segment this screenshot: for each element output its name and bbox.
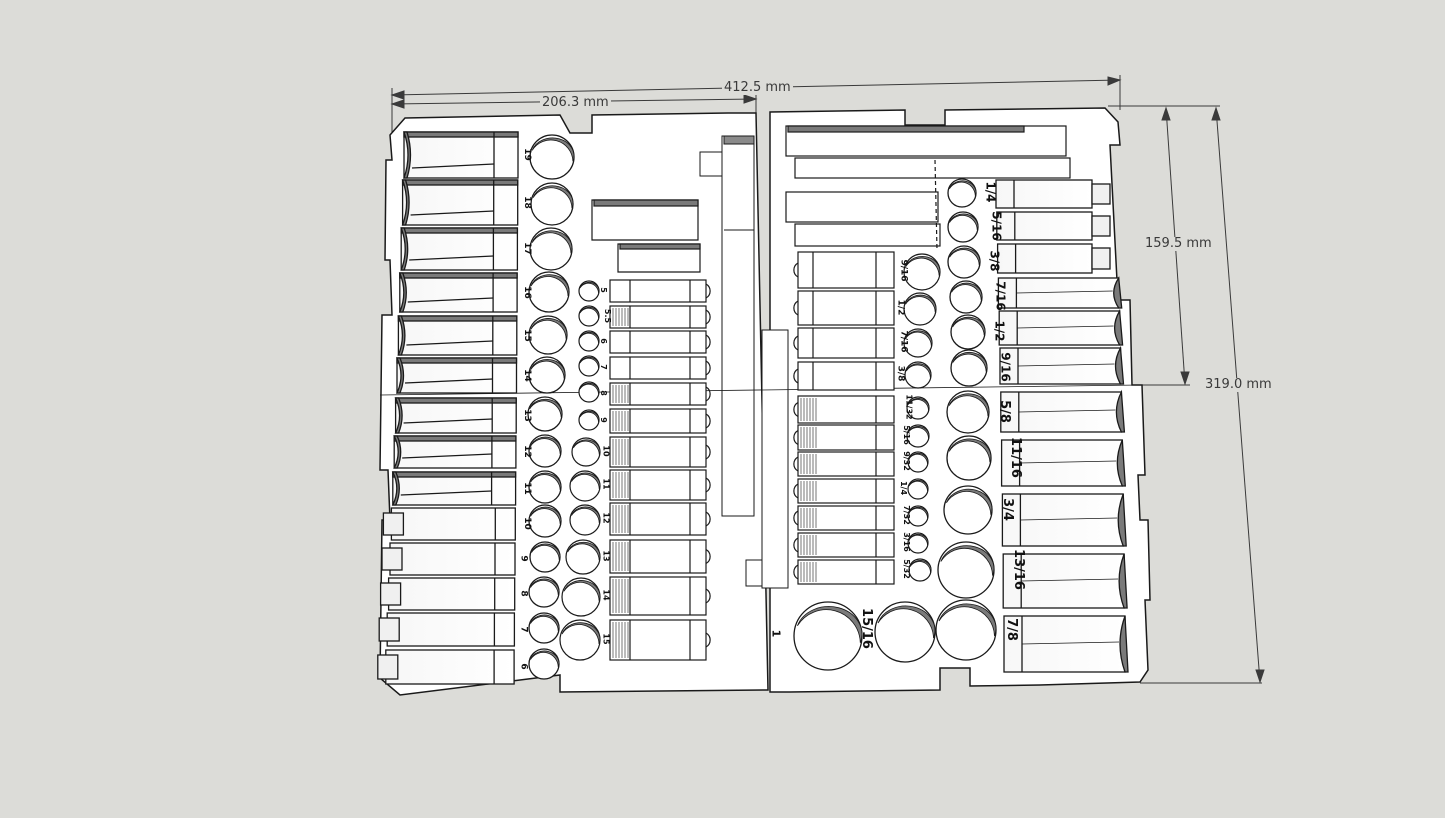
label-sae-large: 1/4 bbox=[983, 181, 998, 203]
label-metric-large: 12 bbox=[521, 445, 532, 458]
label-metric-small: 5 bbox=[598, 287, 608, 293]
dimension-half-height: 159.5 mm bbox=[1143, 236, 1214, 251]
label-sae-small: 7/16 bbox=[898, 330, 909, 353]
center-slots bbox=[379, 135, 1141, 589]
left-large-sockets bbox=[377, 131, 519, 685]
label-sae-large: 3/8 bbox=[987, 250, 1002, 272]
label-sae-tiny: 5/16 bbox=[901, 425, 911, 445]
right-middle-sockets bbox=[793, 251, 941, 585]
label-metric-large: 14 bbox=[521, 368, 532, 382]
label-sae-large: 7/16 bbox=[993, 281, 1008, 311]
label-sae-large: 3/4 bbox=[999, 498, 1015, 521]
label-sae-1in: 1 bbox=[769, 629, 783, 638]
label-metric-large: 10 bbox=[521, 517, 532, 530]
label-metric-small: 10 bbox=[601, 445, 611, 457]
label-sae-small: 9/16 bbox=[898, 259, 909, 282]
label-metric-small: 14 bbox=[601, 589, 611, 601]
label-metric-large: 16 bbox=[521, 285, 532, 299]
label-sae-tiny: 11/32 bbox=[904, 394, 914, 420]
dimension-half-width: 206.3 mm bbox=[540, 95, 611, 110]
label-metric-large: 15 bbox=[521, 328, 532, 342]
label-sae-tiny: 5/32 bbox=[901, 559, 911, 579]
label-sae-tiny: 7/32 bbox=[901, 505, 911, 525]
label-sae-large: 5/8 bbox=[996, 400, 1012, 423]
label-metric-small: 6 bbox=[598, 338, 608, 344]
label-sae-large: 7/8 bbox=[1003, 618, 1019, 641]
label-metric-large: 11 bbox=[521, 481, 532, 495]
label-metric-large: 7 bbox=[518, 625, 529, 633]
label-sae-tiny: 3/16 bbox=[901, 532, 911, 552]
label-metric-large: 8 bbox=[518, 590, 529, 597]
dimension-lines bbox=[390, 75, 1265, 684]
label-sae-tiny: 9/32 bbox=[901, 451, 911, 471]
label-metric-large: 19 bbox=[521, 148, 532, 161]
label-metric-small: 5.5 bbox=[603, 308, 613, 324]
label-sae-large: 13/16 bbox=[1010, 549, 1026, 590]
label-sae-large: 1/2 bbox=[992, 320, 1007, 342]
label-metric-small: 8 bbox=[598, 390, 608, 396]
label-metric-small: 9 bbox=[598, 417, 608, 423]
label-sae-15-16: 15/16 bbox=[858, 608, 874, 649]
label-sae-large: 5/16 bbox=[989, 211, 1004, 241]
right-circles bbox=[793, 178, 997, 671]
label-metric-small: 15 bbox=[601, 633, 611, 645]
dimension-overall-height: 319.0 mm bbox=[1203, 377, 1274, 392]
extension-slots-left bbox=[591, 199, 701, 273]
dimension-overall-width: 412.5 mm bbox=[722, 80, 793, 95]
label-metric-large: 6 bbox=[518, 663, 529, 670]
label-sae-tiny: 1/4 bbox=[899, 480, 909, 496]
label-metric-large: 17 bbox=[521, 242, 532, 255]
label-metric-small: 11 bbox=[601, 478, 611, 490]
label-sae-large: 9/16 bbox=[998, 352, 1013, 382]
extension-slots-right bbox=[785, 125, 1071, 251]
label-metric-large: 18 bbox=[521, 195, 532, 209]
label-metric-large: 13 bbox=[521, 408, 532, 422]
label-sae-large: 11/16 bbox=[1007, 437, 1023, 478]
label-sae-small: 1/2 bbox=[895, 299, 906, 316]
label-sae-small: 3/8 bbox=[895, 365, 906, 382]
label-metric-small: 12 bbox=[601, 512, 611, 524]
label-metric-small: 7 bbox=[598, 364, 608, 370]
label-metric-small: 13 bbox=[601, 549, 611, 562]
right-large-sockets bbox=[995, 179, 1129, 673]
label-metric-large: 9 bbox=[518, 555, 529, 562]
left-small-sockets bbox=[559, 279, 711, 661]
left-large-circles bbox=[527, 134, 575, 680]
